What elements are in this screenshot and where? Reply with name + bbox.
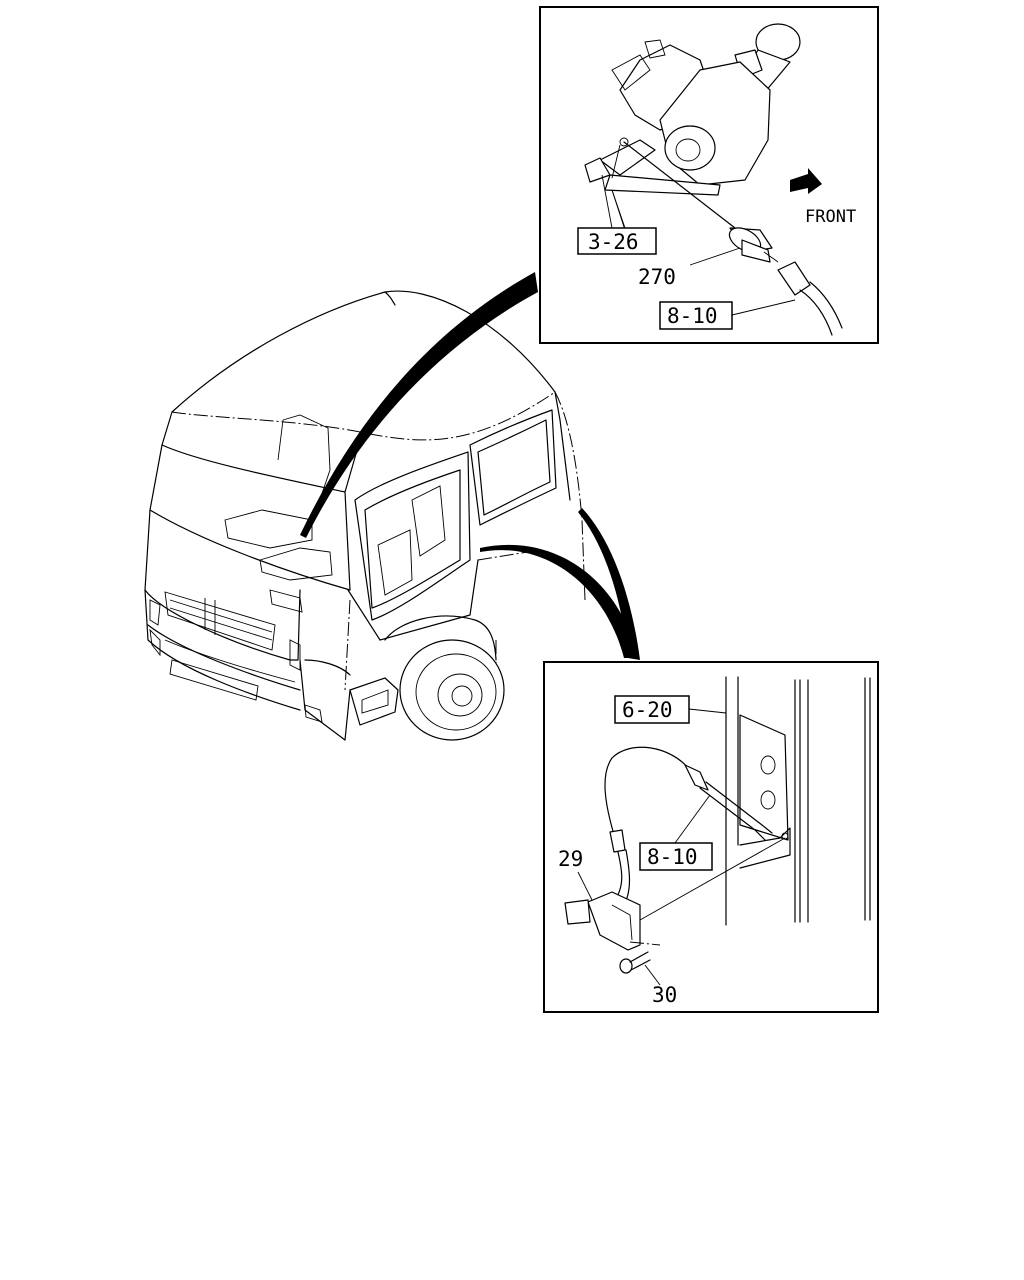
detail-frame-bottom-border <box>543 661 879 1013</box>
callout-leader-6-20 <box>688 708 727 714</box>
connector-harness-top <box>777 261 843 336</box>
door-switch-harness <box>604 746 789 906</box>
pressure-switch-270 <box>623 141 779 263</box>
callout-ref-3-26: 3-26 <box>588 230 639 254</box>
detail-frame-bottom: 6-20 8-10 29 30 <box>543 661 879 1013</box>
door-pillar <box>725 676 871 926</box>
detail-leaders <box>300 272 640 660</box>
callout-leader-8-10-bottom <box>674 794 711 844</box>
callout-leader-8-10-top <box>731 299 796 316</box>
screw-30 <box>619 941 661 974</box>
callout-box-8-10-bottom <box>639 842 713 871</box>
front-label: FRONT <box>805 207 856 227</box>
callout-box-8-10-top <box>659 301 733 330</box>
truck-cab-illustration <box>144 290 586 741</box>
callout-box-6-20 <box>614 695 690 724</box>
detail-frame-top: FRONT 3-26 270 8-10 <box>539 6 879 344</box>
door-switch-29 <box>564 837 786 951</box>
callout-ref-8-10-top: 8-10 <box>667 304 718 328</box>
leader-swoosh-bottom-a <box>480 544 638 658</box>
front-arrow-icon <box>790 168 822 194</box>
callout-leader-30 <box>644 964 661 986</box>
callout-ref-8-10-bottom: 8-10 <box>647 845 698 869</box>
front-wheel <box>399 639 505 741</box>
callout-leader-3-26 <box>601 174 626 229</box>
leader-swoosh-top <box>300 272 538 538</box>
callout-leader-270 <box>689 247 741 266</box>
callout-ref-6-20: 6-20 <box>622 698 673 722</box>
callout-part-29: 29 <box>558 847 583 871</box>
callout-part-30: 30 <box>652 983 677 1007</box>
brake-assembly <box>584 23 801 231</box>
leader-swoosh-bottom-b <box>578 508 640 660</box>
callout-box-3-26 <box>577 227 657 255</box>
callout-leader-29 <box>577 871 593 901</box>
callout-part-270: 270 <box>638 265 676 289</box>
